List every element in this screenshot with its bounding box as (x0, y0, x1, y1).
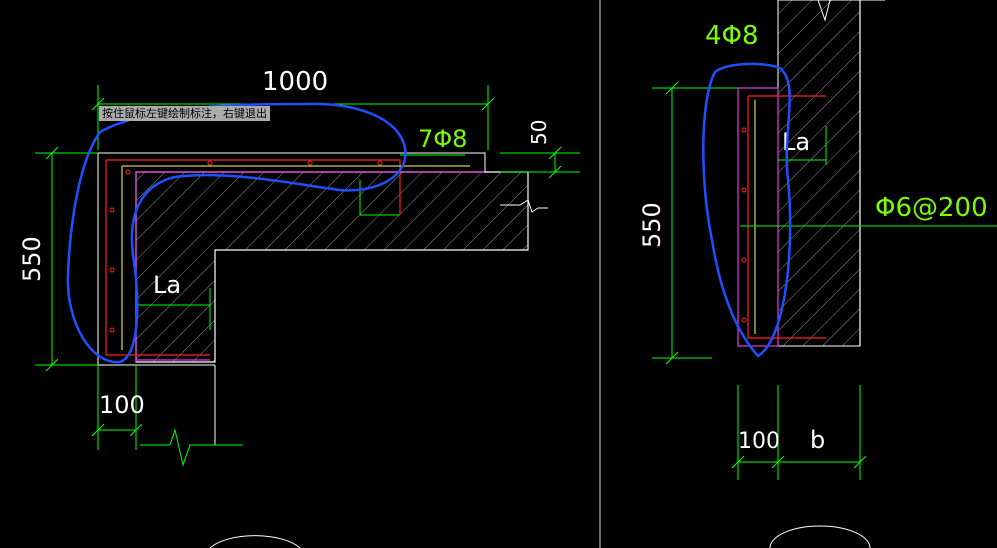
left-rebar-inner (121, 165, 470, 350)
command-tooltip: 按住鼠标左键绘制标注，右键退出 (99, 106, 270, 121)
right-rebar-dots (741, 127, 747, 323)
right-highlight-stroke (702, 62, 792, 358)
left-outer-topping (98, 152, 528, 173)
right-bottom-circle (769, 525, 871, 548)
left-rebar-label: 7Φ8 (418, 125, 467, 153)
left-detail: 1000 550 100 50 7Φ8 La (18, 67, 580, 467)
left-break-bottom (140, 428, 243, 467)
right-dimensions (652, 81, 997, 480)
left-bottom-circle (209, 535, 301, 548)
right-detail: 4Φ8 Φ6@200 550 100 b La (638, 0, 997, 480)
left-highlight-stroke (66, 102, 407, 364)
right-wall-section (777, 0, 861, 347)
left-dim-bottom: 100 (99, 391, 145, 419)
right-dim-100: 100 (738, 429, 780, 454)
right-break-top (812, 0, 885, 22)
left-dim-top: 1000 (262, 67, 328, 97)
left-dim-thickness: 50 (527, 120, 551, 145)
left-dim-height: 550 (18, 236, 46, 282)
right-topping-outline (737, 87, 779, 347)
left-concrete-section (135, 171, 529, 363)
right-dim-b: b (810, 426, 825, 454)
right-dim-height: 550 (638, 202, 666, 248)
right-rebar-label: 4Φ8 (705, 21, 759, 51)
right-stirrup-label: Φ6@200 (875, 193, 988, 223)
left-break-line (500, 199, 548, 213)
left-rebar (105, 159, 401, 356)
left-anchor-label: La (153, 271, 181, 299)
right-rebar (747, 95, 826, 339)
left-rebar-dots (109, 160, 383, 333)
